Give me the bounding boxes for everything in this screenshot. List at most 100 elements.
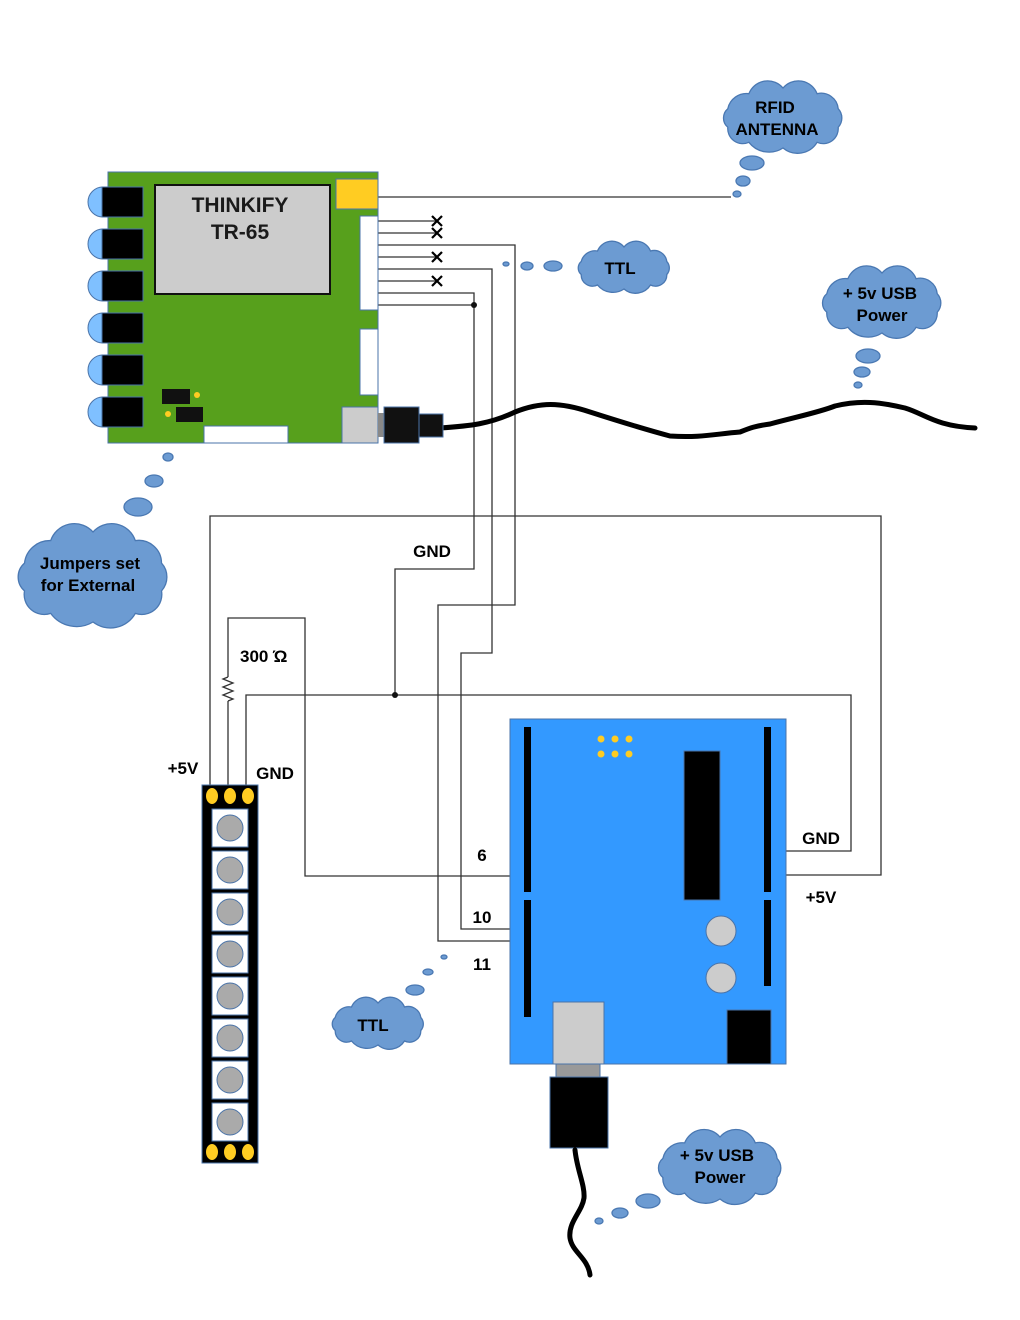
reader-usb-cable <box>437 399 978 440</box>
thought-bubble <box>405 984 425 996</box>
arduino-usb-plug-neck <box>555 1063 601 1078</box>
antenna-port <box>101 270 144 302</box>
usb-power-top-cloud <box>821 265 942 389</box>
cloud-shape <box>331 996 424 1050</box>
antenna-port <box>101 312 144 344</box>
antenna-ports <box>87 186 144 428</box>
usb-plug-neck <box>378 413 384 437</box>
led-strip-body <box>201 784 259 1164</box>
led <box>216 940 244 968</box>
icsp-pin <box>625 750 633 758</box>
microcontroller-chip <box>683 750 721 901</box>
wires <box>209 196 882 942</box>
led <box>216 856 244 884</box>
ttl-top-cloud-text: TTL <box>604 259 635 278</box>
rfid-cloud-line1: RFID <box>755 98 795 117</box>
strip-pad-bottom <box>242 1144 254 1160</box>
annotation-clouds <box>17 80 942 1225</box>
thought-bubble <box>739 155 765 171</box>
ttl-wire-to-pin-11 <box>378 244 528 942</box>
jumper-pad <box>194 392 200 398</box>
jumpers-cloud-line2: for External <box>41 576 135 595</box>
five-volt-wire <box>209 515 882 876</box>
led <box>216 1108 244 1136</box>
strip-pad-bottom <box>224 1144 236 1160</box>
antenna-port-dome <box>87 186 104 218</box>
antenna-port <box>101 354 144 386</box>
reader-gnd-label: GND <box>413 542 451 561</box>
icsp-pin <box>597 750 605 758</box>
arduino-gnd-label: GND <box>802 829 840 848</box>
jumpers-cloud <box>17 452 174 629</box>
reader-name-line2: TR-65 <box>211 221 270 244</box>
antenna-port-dome <box>87 270 104 302</box>
arduino-board <box>509 718 787 1149</box>
icsp-pin <box>611 735 619 743</box>
usb-top-cloud-line2: Power <box>856 306 907 325</box>
strip-pads <box>206 788 254 1160</box>
thought-bubble <box>422 968 434 976</box>
power-header <box>764 727 771 892</box>
antenna-port <box>101 396 144 428</box>
no-connect-marks <box>431 215 443 287</box>
ttl-bottom-cloud <box>331 954 448 1050</box>
antenna-port <box>101 186 144 218</box>
pin-6-label: 6 <box>477 846 486 865</box>
analog-header <box>764 900 771 986</box>
icsp-pin <box>611 750 619 758</box>
thought-bubble <box>123 497 153 517</box>
resistor-symbol <box>221 676 235 702</box>
power-jack <box>726 1009 772 1065</box>
aux-header <box>359 328 379 396</box>
antenna-port-dome <box>87 312 104 344</box>
led <box>216 1066 244 1094</box>
strip-leds <box>211 808 249 1142</box>
usb-port <box>341 406 379 444</box>
ttl-wire-to-pin-10 <box>378 268 528 930</box>
rfid-antenna-cloud <box>722 80 843 198</box>
no-connect-x-icon <box>431 251 443 263</box>
led <box>216 982 244 1010</box>
cloud-shape <box>577 240 670 294</box>
thinkify-reader-board: THINKIFY TR-65 <box>87 171 444 444</box>
led-strip <box>201 784 259 1164</box>
thought-bubble <box>853 366 871 378</box>
thought-bubble <box>635 1193 661 1209</box>
led <box>216 814 244 842</box>
digital-header <box>524 727 531 892</box>
strip-gnd-label: GND <box>256 764 294 783</box>
thought-bubble <box>144 474 164 488</box>
jumpers-cloud-line1: Jumpers set <box>40 554 140 573</box>
cloud-shape <box>657 1128 782 1206</box>
ttl-top-cloud <box>502 240 670 294</box>
data-wire-to-pin-6 <box>227 617 528 877</box>
strip-pad-top <box>242 788 254 804</box>
cloud-shape <box>821 265 942 339</box>
no-connect-x-icon <box>431 275 443 287</box>
jumper-pad <box>165 411 171 417</box>
no-connect-x-icon <box>431 215 443 227</box>
antenna-port-dome <box>87 396 104 428</box>
reader-gnd-wire <box>378 292 475 695</box>
jumper-block <box>162 389 190 404</box>
thought-bubble <box>162 452 174 462</box>
reader-name-line1: THINKIFY <box>192 194 289 217</box>
antenna-port-dome <box>87 228 104 260</box>
thought-bubble <box>732 190 742 198</box>
led <box>216 898 244 926</box>
usb-plug-boot <box>418 413 444 438</box>
strip-5v-label: +5V <box>168 759 199 778</box>
strip-pad-bottom <box>206 1144 218 1160</box>
thought-bubble <box>855 348 881 364</box>
jumper-block <box>176 407 203 422</box>
rfid-cloud-line2: ANTENNA <box>735 120 818 139</box>
usb-plug <box>383 406 420 444</box>
thought-bubble <box>735 175 751 187</box>
capacitor <box>705 915 737 947</box>
resistor-label: 300 Ώ <box>240 647 287 666</box>
antenna-port <box>101 228 144 260</box>
capacitor <box>705 962 737 994</box>
antenna-port-dome <box>87 354 104 386</box>
thought-bubble <box>502 261 510 267</box>
